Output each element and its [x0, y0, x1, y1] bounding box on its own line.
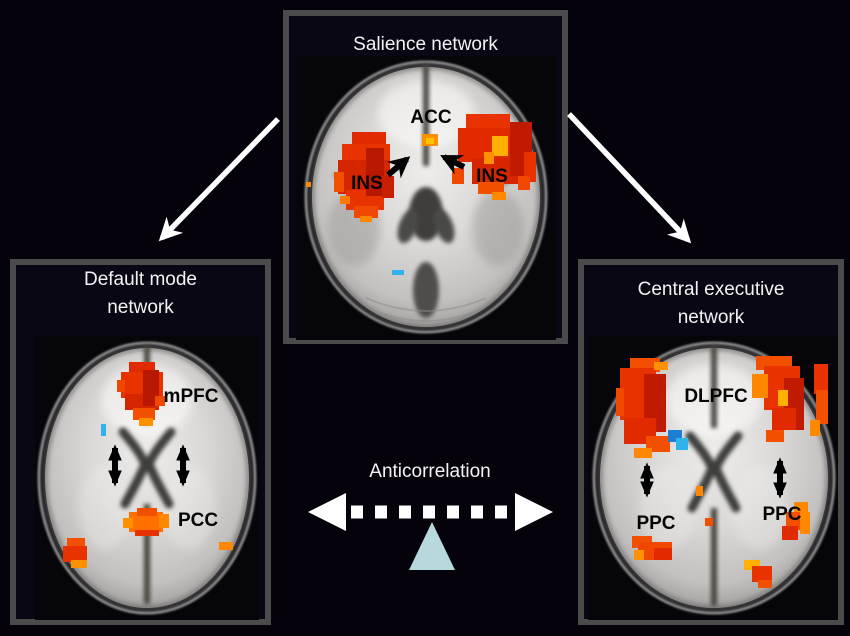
activation-occipital-left	[63, 538, 87, 568]
connector-arrow-to-cen	[567, 112, 692, 244]
fulcrum-triangle	[409, 522, 455, 570]
label-ins-right: INS	[476, 166, 508, 187]
central-executive-brain-scan	[588, 336, 838, 620]
activation-rim-right	[810, 364, 828, 436]
skull-ring	[304, 60, 548, 334]
midbrain	[409, 187, 443, 241]
label-dlpfc: DLPFC	[684, 386, 748, 407]
activation-insula-left	[334, 132, 394, 222]
temporal-lobe-right	[472, 190, 524, 266]
deactivation-blob	[668, 430, 688, 450]
activation-mpfc	[117, 362, 165, 426]
activation-acc	[422, 134, 438, 146]
salience-title: Salience network	[283, 31, 568, 59]
anticorrelation-label: Anticorrelation	[369, 461, 491, 482]
midline-fissure-posterior	[144, 504, 150, 604]
parietal-white-right	[163, 466, 215, 550]
temporal-horn-right	[433, 208, 455, 244]
parietal-white-left	[79, 466, 131, 550]
lateral-ventricles	[118, 427, 176, 509]
activation-occipital-right	[744, 560, 772, 588]
central-executive-title: Central executive network	[578, 276, 844, 332]
midline-fissure-posterior	[711, 508, 717, 606]
label-pcc: PCC	[177, 510, 219, 531]
midline-fissure-anterior	[711, 346, 717, 428]
label-mpfc: mPFC	[163, 386, 219, 407]
central-executive-title-text: Central executive network	[637, 279, 785, 328]
temporal-horn-left	[397, 208, 419, 244]
parietal-white-left	[640, 466, 696, 550]
vermis	[413, 262, 439, 318]
cerebellum-folds-1	[365, 297, 487, 312]
connector-arrow-to-dmn	[158, 117, 280, 242]
activation-dot-2	[705, 518, 713, 526]
anticorrelation-arrow	[308, 493, 553, 531]
cerebellum-folds-2	[377, 311, 475, 322]
midline-fissure-anterior	[423, 64, 429, 166]
activation-stray-dot	[306, 182, 311, 187]
default-mode-title-text: Default mode network	[83, 269, 197, 318]
activation-occipital-right	[219, 542, 233, 550]
label-ins-left: INS	[351, 173, 383, 194]
skull-ring	[37, 341, 257, 615]
activation-ppc-left	[632, 536, 672, 560]
deactivation-spot	[101, 424, 106, 436]
activation-dlpfc-right	[752, 356, 804, 442]
activation-pcc	[123, 508, 169, 536]
label-ppc-left: PPC	[636, 513, 676, 534]
label-ppc-right: PPC	[762, 504, 802, 525]
skull-ring	[592, 341, 836, 615]
salience-brain-scan	[296, 56, 556, 340]
activation-dot-1	[696, 486, 703, 496]
default-mode-title: Default mode network	[10, 266, 271, 322]
activation-ppc-right	[782, 502, 810, 540]
default-mode-brain-scan	[35, 336, 259, 620]
label-acc: ACC	[410, 107, 452, 128]
activation-insula-right	[452, 114, 536, 200]
activation-dlpfc-left	[616, 358, 670, 458]
salience-title-text: Salience network	[353, 34, 498, 55]
deactivation-spot	[392, 270, 404, 275]
